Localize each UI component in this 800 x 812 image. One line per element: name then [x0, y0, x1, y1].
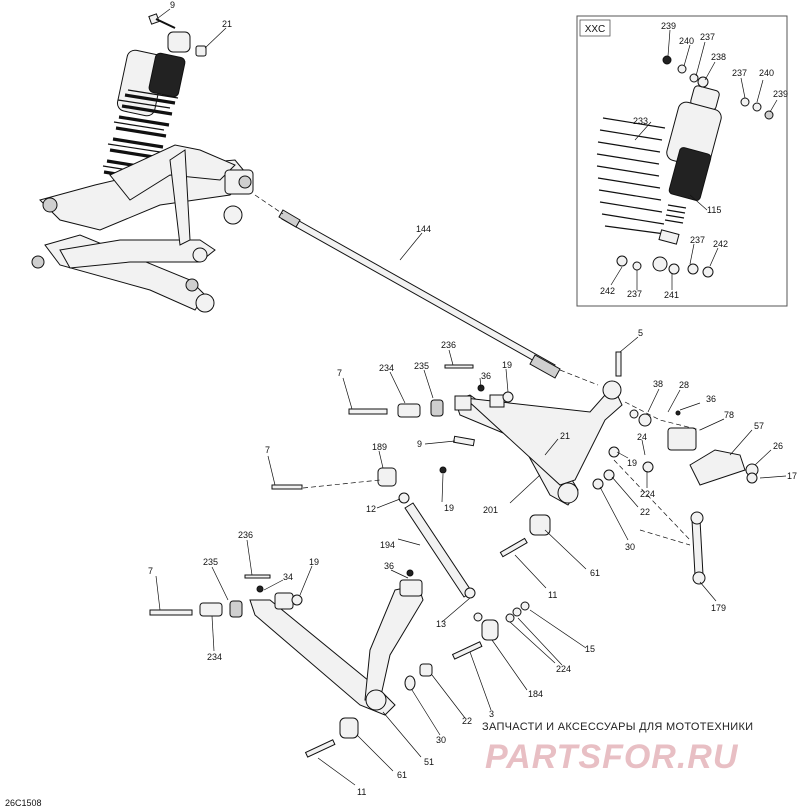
watermark: ЗАПЧАСТИ И АКСЕССУАРЫ ДЛЯ МОТОТЕХНИКИ PA… — [482, 721, 753, 776]
callout-34: 34 — [283, 572, 293, 582]
callout-30-a: 30 — [625, 542, 635, 552]
control-arm-icon — [149, 569, 424, 716]
callout-237-a: 237 — [700, 32, 715, 42]
callout-179: 179 — [711, 603, 726, 613]
callout-240-a: 240 — [679, 36, 694, 46]
callout-242-b: 242 — [600, 286, 615, 296]
nut-icon — [195, 45, 207, 57]
callout-235-a: 235 — [414, 361, 429, 371]
callout-144: 144 — [416, 224, 431, 234]
callout-30-b: 30 — [436, 735, 446, 745]
callout-22-b: 22 — [462, 716, 472, 726]
callout-57: 57 — [754, 421, 764, 431]
callout-236-b: 236 — [238, 530, 253, 540]
callout-61-b: 61 — [397, 770, 407, 780]
callout-19-a: 19 — [502, 360, 512, 370]
callout-61-a: 61 — [590, 568, 600, 578]
callout-7-c: 7 — [148, 566, 153, 576]
callout-236-a: 236 — [441, 340, 456, 350]
drive-shaft-icon — [278, 209, 561, 379]
callout-237-d: 237 — [627, 289, 642, 299]
callout-36-c: 36 — [384, 561, 394, 571]
xxc-inset-panel: XXC — [576, 15, 788, 307]
callout-7-b: 7 — [265, 445, 270, 455]
callout-238: 238 — [711, 52, 726, 62]
callout-240-b: 240 — [759, 68, 774, 78]
callout-7-a: 7 — [337, 368, 342, 378]
callout-12: 12 — [366, 504, 376, 514]
upper-arm-hardware-icon — [271, 351, 758, 504]
callout-19-b: 19 — [627, 458, 637, 468]
inset-title: XXC — [585, 24, 606, 35]
bolt-icon — [148, 13, 176, 29]
watermark-logo: PARTSFOR.RU — [485, 738, 739, 776]
callout-51: 51 — [424, 757, 434, 767]
callout-234-b: 234 — [207, 652, 222, 662]
callout-78: 78 — [724, 410, 734, 420]
callout-239-a: 239 — [661, 21, 676, 31]
callout-194: 194 — [380, 540, 395, 550]
callout-22-a: 22 — [640, 507, 650, 517]
callout-13: 13 — [436, 619, 446, 629]
callout-36-b: 36 — [706, 394, 716, 404]
callout-233: 233 — [633, 116, 648, 126]
callout-21-top: 21 — [222, 19, 232, 29]
callout-11-b: 11 — [357, 787, 366, 797]
callout-21-mid: 21 — [560, 431, 570, 441]
shock-absorber-icon — [99, 31, 191, 194]
callout-19-d: 19 — [309, 557, 319, 567]
callout-24: 24 — [637, 432, 647, 442]
leader-lines — [155, 8, 787, 786]
bolt-icon — [499, 537, 528, 558]
callout-115: 115 — [707, 205, 721, 215]
callout-28: 28 — [679, 380, 689, 390]
callout-237-b: 237 — [732, 68, 747, 78]
steering-knuckle-icon — [667, 427, 759, 486]
callout-labels: 9 21 144 239 240 237 238 237 240 239 233… — [148, 0, 797, 797]
callout-5: 5 — [638, 328, 643, 338]
callout-234-a: 234 — [379, 363, 394, 373]
callout-36-a: 36 — [481, 371, 491, 381]
callout-201: 201 — [483, 505, 498, 515]
callout-17: 17 — [787, 471, 797, 481]
front-suspension-assembly-illustration — [31, 31, 254, 313]
callout-242-a: 242 — [713, 239, 728, 249]
upper-control-arm-icon — [454, 380, 623, 506]
callout-189: 189 — [372, 442, 387, 452]
callout-241: 241 — [664, 290, 679, 300]
drawing-code: 26C1508 — [5, 798, 42, 808]
callout-9-mid: 9 — [417, 439, 422, 449]
callout-224-a: 224 — [640, 489, 655, 499]
watermark-tagline: ЗАПЧАСТИ И АКСЕССУАРЫ ДЛЯ МОТОТЕХНИКИ — [482, 721, 753, 733]
callout-235-b: 235 — [203, 557, 218, 567]
callout-184: 184 — [528, 689, 543, 699]
callout-19-c: 19 — [444, 503, 454, 513]
callout-11-a: 11 — [548, 590, 557, 600]
callout-239-b: 239 — [773, 89, 788, 99]
lower-arm-hardware-icon — [304, 601, 530, 758]
callout-3: 3 — [489, 709, 494, 719]
callout-26: 26 — [773, 441, 783, 451]
tie-rod-icon — [690, 511, 706, 585]
callout-9-top: 9 — [170, 0, 175, 10]
callout-38: 38 — [653, 379, 663, 389]
callout-224-b: 224 — [556, 664, 571, 674]
callout-237-c: 237 — [690, 235, 705, 245]
callout-15: 15 — [585, 644, 595, 654]
